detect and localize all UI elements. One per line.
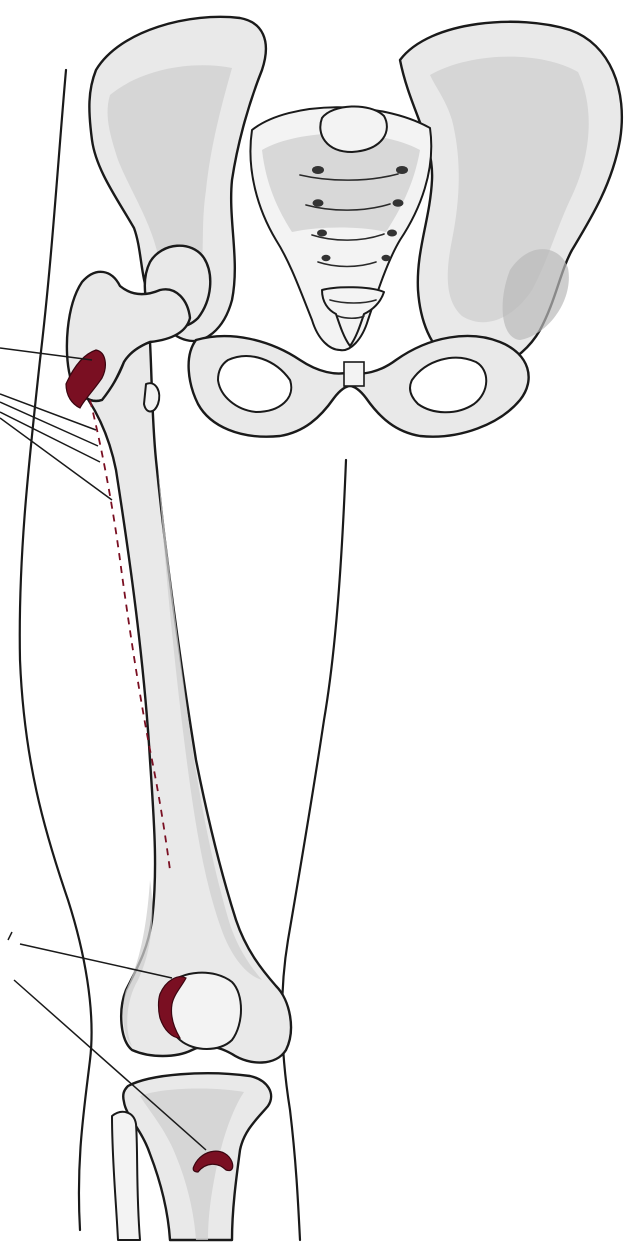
leader-tick	[8, 932, 12, 940]
tibia	[123, 1073, 271, 1240]
fibula	[112, 1112, 140, 1240]
pelvis	[89, 17, 621, 437]
leader-line-2	[0, 402, 98, 446]
